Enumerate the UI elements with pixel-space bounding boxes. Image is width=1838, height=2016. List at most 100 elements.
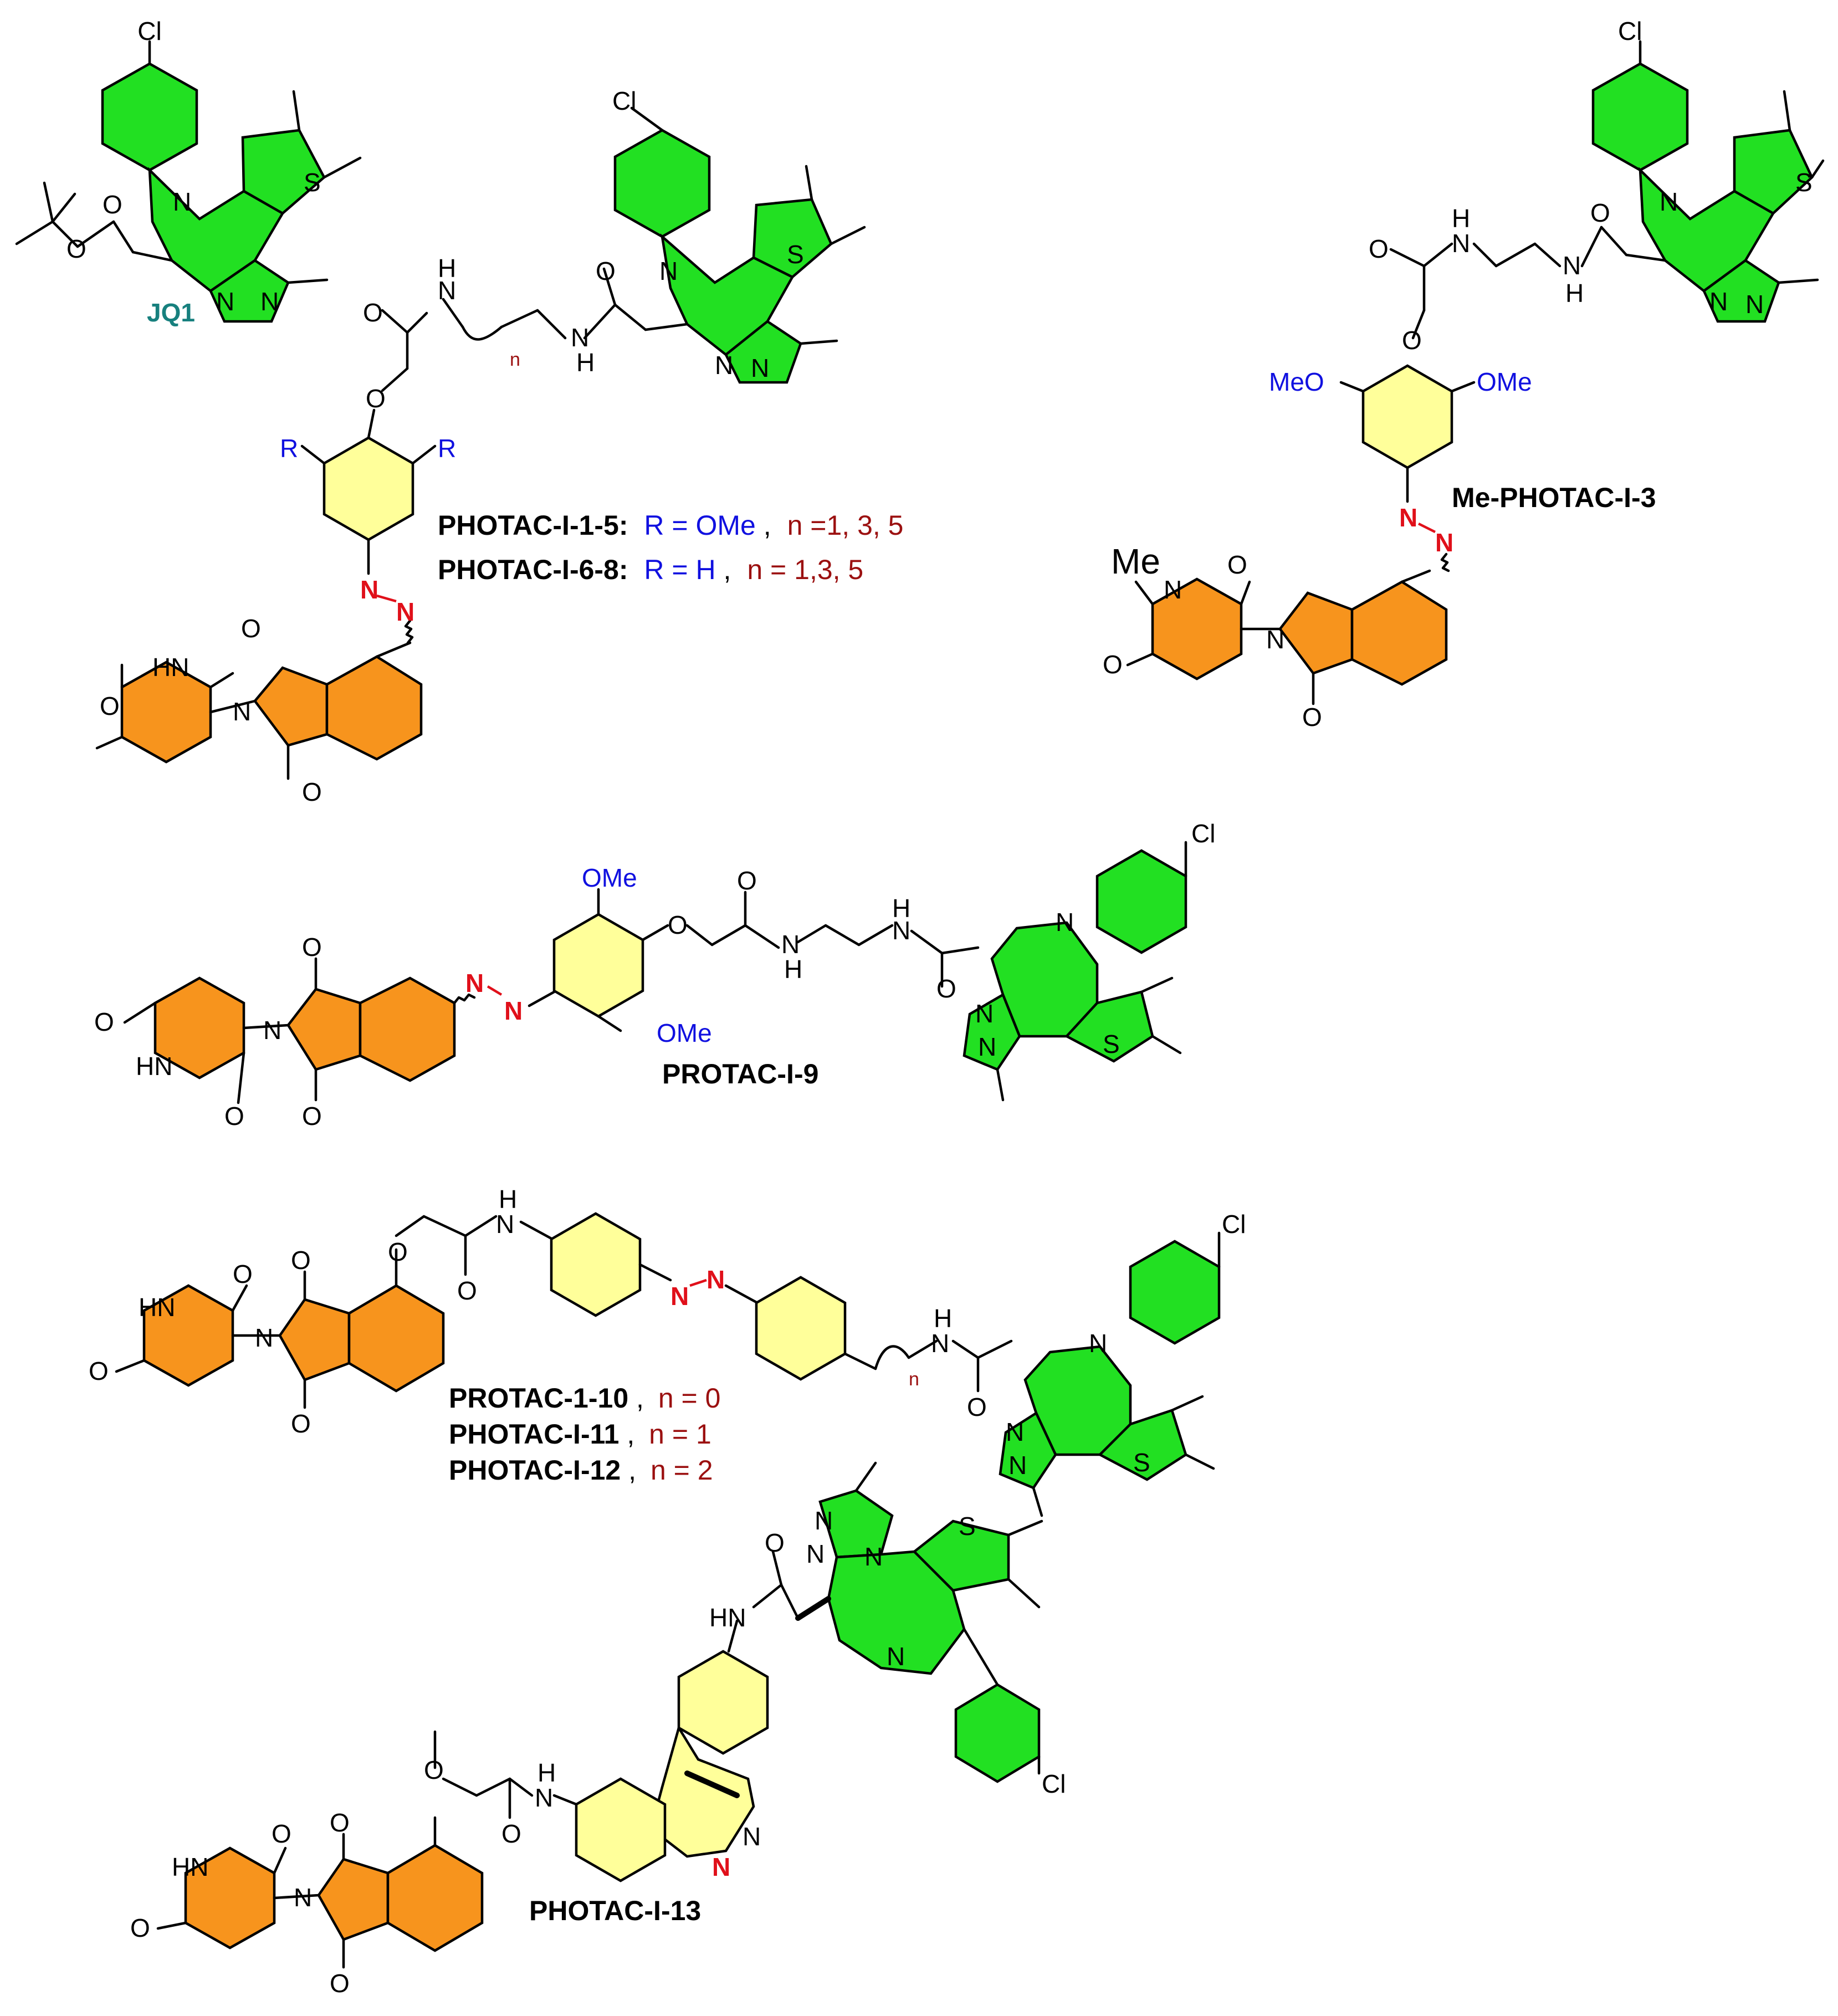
protac-9-glut-o1: O [94,1007,114,1036]
photac-1-5-label: PHOTAC-I-1-5: R = OMe , n =1, 3, 5 [438,510,903,541]
jq1-carbonyl-o: O [103,190,122,219]
photac-1-8-amide-h2: H [576,348,595,377]
protac-10-12-phthalimide-five-ring [278,1298,351,1381]
protac-10-12-amide-h2: H [934,1304,952,1333]
photac-13-n-label: N [887,1642,905,1671]
protac-10-name: PROTAC-1-10 [449,1383,628,1414]
protac-9-phthalimide-benzo-ring [359,976,456,1082]
photac-13-glut-hn: HN [172,1853,208,1881]
protac-9-ome-top: OMe [582,863,637,892]
photac-13-amide-hn2: HN [709,1603,746,1632]
protac-9-phthal-o2: O [302,1102,322,1130]
protac-10-12-aryl-ring-2 [755,1276,847,1381]
photac-13-amide-h1: H [537,1758,556,1787]
photac-1-5-name: PHOTAC-I-1-5: [438,510,628,541]
jq1-n-label: N [173,187,191,216]
photac-1-8-s-label: S [787,240,804,269]
protac-10-12-glut-o1: O [233,1260,253,1288]
jq1-structure: Cl S N N N O O JQ1 [15,17,362,327]
protac-10-12-phthal-o2: O [291,1409,311,1438]
photac-6-8-sep: , [724,554,731,585]
photac-13-s-label: S [959,1512,976,1541]
photac-13-triazole-n1: N [815,1506,833,1535]
protac-9-chlorophenyl-ring [1095,849,1187,954]
protac-9-azo-n2: N [504,996,523,1025]
photac-1-5-sep: , [764,510,771,541]
photac-1-5-r: R = OMe [644,510,755,541]
me-photac-3-structure: Cl S N N N O N H N H O O MeO OMe N N Me … [1103,17,1825,731]
me-photac-3-cl-label: Cl [1618,17,1642,45]
protac-9-amide-h1: H [784,955,802,984]
jq1-triazole-n1: N [216,287,234,316]
photac-12-name: PHOTAC-I-12 [449,1455,621,1486]
photac-1-8-triazole-n2: N [751,354,769,382]
photac-13-diazocine-ring [649,1725,755,1858]
photac-13-thiophene-ring [912,1519,1010,1592]
me-photac-3-isoindolinone-n: N [1266,625,1284,654]
photac-1-8-glut-o2: O [100,692,120,720]
photac-1-8-azo-n1: N [360,575,378,604]
photac-1-8-isoindolinone-n: N [233,697,251,726]
photac-1-5-n: n =1, 3, 5 [787,510,904,541]
me-photac-3-chlorophenyl-ring [1591,62,1689,172]
photac-1-8-glut-nh: HN [152,653,189,682]
protac-10-12-s-label: S [1133,1448,1150,1477]
photac-1-8-amide-n1: N [438,276,456,305]
jq1-ester-o: O [66,234,86,263]
photac-1-8-structure: Cl S N N N O N H N H O O n R R N N O HN … [95,86,903,806]
protac-9-structure: Cl S N N N O N H N H O O OMe OMe N N O O… [94,819,1215,1130]
jq1-triazole-n2: N [260,287,279,316]
photac-13-structure: N N N S N Cl O HN N N N H O O O O N O HN… [130,1461,1066,1998]
protac-10-12-n-label: N [1089,1329,1107,1358]
photac-13-cl-label: Cl [1042,1769,1066,1798]
jq1-thiophene-ring [241,129,326,215]
protac-9-ether-o: O [668,910,688,939]
photac-13-ether-o: O [424,1756,444,1784]
me-photac-3-n-label: N [1660,187,1678,216]
protac-10-n: n = 0 [658,1383,721,1414]
protac-10-12-amide-n2: N [931,1329,949,1358]
photac-13-glut-o1: O [272,1819,291,1848]
protac-9-triazole-ring [962,992,1021,1071]
photac-13-triazole-n3: N [864,1542,883,1571]
photac-13-glut-o2: O [130,1913,150,1942]
protac-9-ome-bottom: OMe [657,1019,712,1047]
me-photac-3-amide-h1: H [1452,204,1470,233]
photac-13-triazole-n2: N [806,1539,825,1568]
photac-1-8-glut-o1: O [241,614,261,643]
me-photac-3-amide-h2: H [1565,279,1584,308]
me-photac-3-azo-n1: N [1399,503,1417,532]
me-photac-3-triazole-n1: N [1709,287,1728,316]
jq1-label: JQ1 [147,298,195,327]
protac-9-phthal-o1: O [302,933,322,961]
photac-1-8-amide-h1: H [438,254,456,283]
photac-6-8-n: n = 1,3, 5 [747,554,863,585]
me-photac-3-s-label: S [1795,168,1813,197]
photac-1-8-cl-label: Cl [612,86,636,115]
protac-9-phthalimide-five-ring [286,987,362,1071]
photac-1-8-amide-o1: O [363,298,383,327]
protac-10-12-aryl-ring-1 [550,1212,642,1317]
protac-9-amide-n1: N [781,930,800,959]
photac-1-8-ether-o: O [366,384,386,413]
protac-10-12-amide-n1: N [496,1210,514,1239]
photac-13-label: PHOTAC-I-13 [529,1895,701,1926]
protac-10-12-structure: Cl S N N N O N H n N N N H O O O O N O H… [89,1185,1246,1517]
jq1-triazole-ring [209,259,290,323]
protac-9-triazole-n1: N [975,999,994,1028]
me-photac-3-ome-label: OMe [1477,367,1532,396]
protac-10-12-chlorophenyl-ring [1129,1240,1221,1345]
protac-9-amide-o1: O [737,866,757,895]
me-photac-3-amide-n1: N [1452,229,1470,258]
photac-13-diazepine-ring [827,1550,966,1675]
me-photac-3-me-label: Me [1111,541,1160,581]
protac-10-12-cl-label: Cl [1222,1210,1246,1239]
protac-10-12-azo-n1: N [670,1282,689,1311]
photac-13-chlorophenyl-ring [954,1683,1041,1783]
protac-10-12-amide-o1: O [457,1276,477,1305]
photac-13-triazole-ring [818,1489,894,1559]
photac-1-8-n-index: n [510,349,520,370]
photac-6-8-name: PHOTAC-I-6-8: [438,554,628,585]
photac-11-name: PHOTAC-I-11 [449,1419,619,1450]
